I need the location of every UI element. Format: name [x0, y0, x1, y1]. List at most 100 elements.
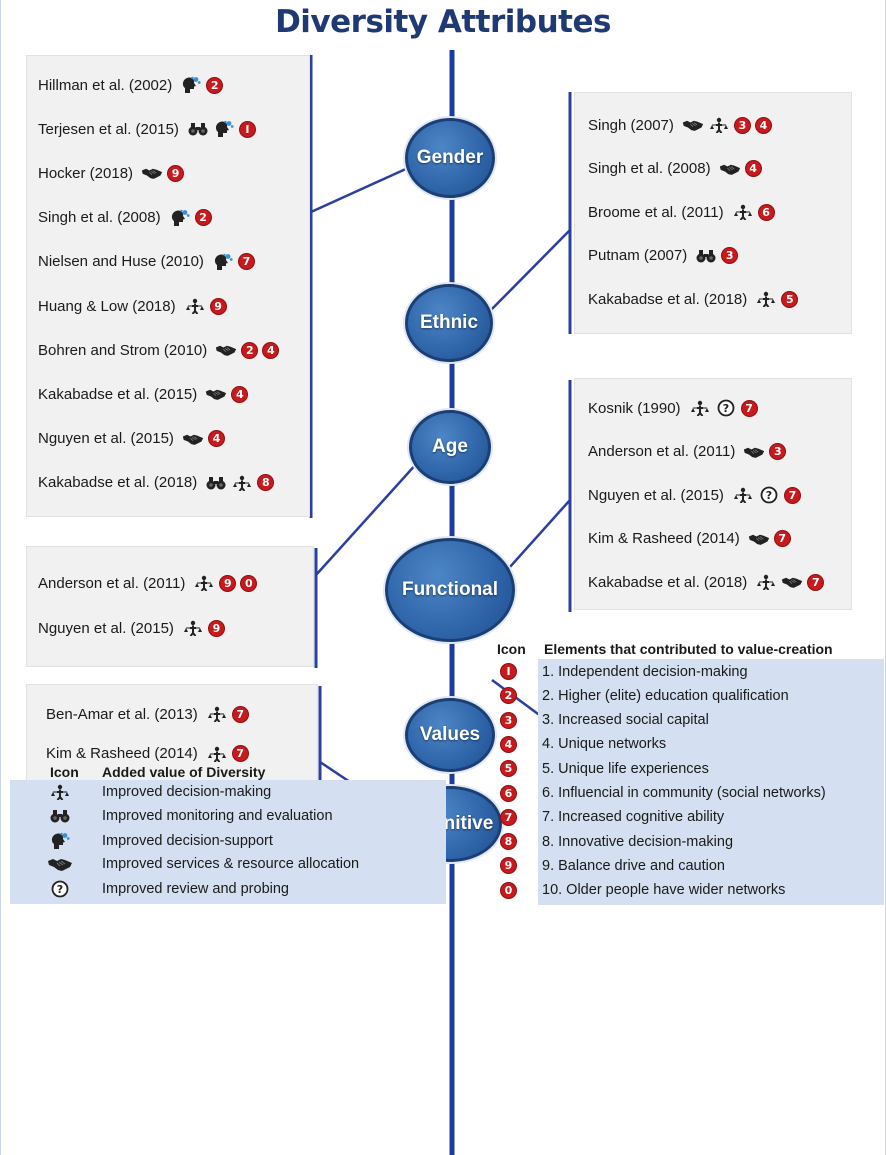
support-icon: [213, 120, 235, 138]
legend-elements-icon-header: Icon: [497, 641, 526, 657]
element-badge: 7: [500, 808, 517, 826]
age-citation-row: Nguyen et al. (2015)9: [38, 619, 225, 637]
element-badge: 7: [773, 530, 791, 547]
element-badge: 0: [500, 881, 517, 899]
gender-citation-row: Singh et al. (2008) 2: [38, 209, 212, 227]
legend-value-icon-header: Icon: [50, 764, 79, 780]
legend-value-row: Improved decision-making: [40, 784, 271, 800]
ethnic-citation-row: Broome et al. (2011)6: [588, 203, 775, 221]
legend-value-label: Improved decision-making: [102, 784, 272, 800]
citation-text: Ben-Amar et al. (2013): [46, 705, 198, 723]
legend-elements-text-header: Elements that contributed to value-creat…: [544, 641, 833, 657]
element-badge: 7: [231, 705, 249, 723]
functional-citation-row: Nguyen et al. (2015)?7: [588, 486, 801, 504]
legend-elements-label: 6. Influencial in community (social netw…: [542, 785, 826, 801]
element-badge: 4: [262, 341, 280, 359]
gender-connector: [310, 166, 409, 214]
citation-text: Nielsen and Huse (2010): [38, 253, 204, 271]
legend-elements-row: 4 4. Unique networks: [500, 735, 667, 753]
decision-icon: [184, 297, 206, 315]
node-ethnic: Ethnic: [405, 284, 493, 362]
handshake-icon: [781, 573, 803, 591]
decision-icon: [40, 784, 80, 800]
element-badge: 3: [500, 711, 517, 729]
legend-value-band: [10, 780, 446, 904]
element-badge: 4: [231, 385, 249, 403]
decision-icon: [732, 486, 754, 504]
citation-text: Broome et al. (2011): [588, 203, 724, 221]
citation-text: Nguyen et al. (2015): [588, 486, 724, 504]
legend-elements-row: 7 7. Increased cognitive ability: [500, 808, 725, 826]
citation-text: Terjesen et al. (2015): [38, 120, 179, 138]
legend-elements-row: 2 2. Higher (elite) education qualificati…: [500, 687, 789, 705]
element-badge: 9: [209, 297, 227, 315]
legend-elements-label: 7. Increased cognitive ability: [542, 809, 725, 826]
citation-text: Singh (2007): [588, 116, 674, 134]
element-badge: 6: [500, 784, 517, 802]
binoculars-icon: [695, 247, 717, 265]
element-badge: 9: [500, 857, 517, 875]
functional-citation-row: Anderson et al. (2011) 3: [588, 443, 787, 461]
svg-text:?: ?: [722, 402, 728, 415]
element-badge: 7: [807, 573, 825, 591]
citation-text: Kakabadse et al. (2018): [588, 290, 748, 308]
legend-value-label: Improved services & resource allocation: [102, 856, 360, 872]
support-icon: [212, 253, 234, 271]
handshake-icon: [719, 160, 741, 178]
decision-icon: [708, 116, 730, 134]
citation-text: Hocker (2018): [38, 164, 134, 182]
legend-elements-label: 1. Independent decision-making: [542, 663, 748, 680]
element-badge: 2: [241, 341, 259, 359]
binoculars-icon: [40, 808, 80, 824]
decision-icon: [206, 745, 228, 763]
element-badge: 4: [500, 735, 517, 753]
legend-value-label: Improved monitoring and evaluation: [102, 808, 333, 824]
element-badge: 7: [740, 399, 758, 417]
functional-connector: [499, 499, 571, 579]
legend-value-label: Improved review and probing: [102, 881, 289, 897]
legend-elements-label: 2. Higher (elite) education qualificatio…: [542, 687, 789, 704]
element-badge: 2: [194, 209, 212, 227]
node-gender: Gender: [405, 118, 495, 198]
element-badge: 2: [500, 687, 517, 705]
functional-citation-row: Kim & Rasheed (2014)7: [588, 530, 791, 548]
handshake-icon: [40, 856, 80, 872]
decision-icon: [193, 574, 215, 592]
citation-text: Nguyen et al. (2015): [38, 619, 174, 637]
gender-citation-row: Hillman et al. (2002) 2: [38, 76, 224, 94]
handshake-icon: [141, 164, 163, 182]
citation-text: Bohren and Strom (2010): [38, 341, 208, 359]
legend-elements-row: 9 9. Balance drive and caution: [500, 857, 725, 875]
citation-text: Kakabadse et al. (2018): [588, 573, 748, 591]
element-badge: 0: [240, 574, 258, 592]
element-badge: 3: [769, 443, 787, 460]
legend-elements-label: 9. Balance drive and caution: [542, 857, 725, 874]
legend-value-label: Improved decision-support: [102, 833, 273, 849]
handshake-icon: [682, 116, 704, 134]
gender-citation-row: Kakabadse et al. (2015)4: [38, 385, 249, 403]
question-icon: ?: [715, 399, 737, 417]
element-badge: 4: [207, 430, 225, 448]
citation-text: Nguyen et al. (2015): [38, 430, 174, 448]
citation-text: Kim & Rasheed (2014): [46, 745, 198, 762]
functional-citation-row: Kosnik (1990)?7: [588, 399, 758, 417]
element-badge: 2: [206, 76, 224, 94]
citation-text: Anderson et al. (2011): [38, 574, 186, 592]
age-citations-box: [26, 546, 314, 667]
decision-icon: [206, 705, 228, 723]
svg-text:?: ?: [57, 883, 63, 896]
element-badge: 5: [781, 290, 799, 308]
decision-icon: [755, 290, 777, 308]
question-icon: ?: [40, 880, 80, 898]
citation-text: Anderson et al. (2011): [588, 443, 736, 460]
legend-value-text-header: Added value of Diversity: [102, 764, 266, 780]
citation-text: Singh et al. (2008): [38, 209, 161, 227]
support-icon: [40, 832, 80, 850]
legend-value-row: Improved decision-support: [40, 832, 273, 850]
legend-elements-band: [538, 659, 884, 905]
legend-elements-label: 4. Unique networks: [542, 736, 667, 753]
legend-elements-label: 3. Increased social capital: [542, 712, 709, 729]
citation-text: Hillman et al. (2002): [38, 76, 173, 94]
